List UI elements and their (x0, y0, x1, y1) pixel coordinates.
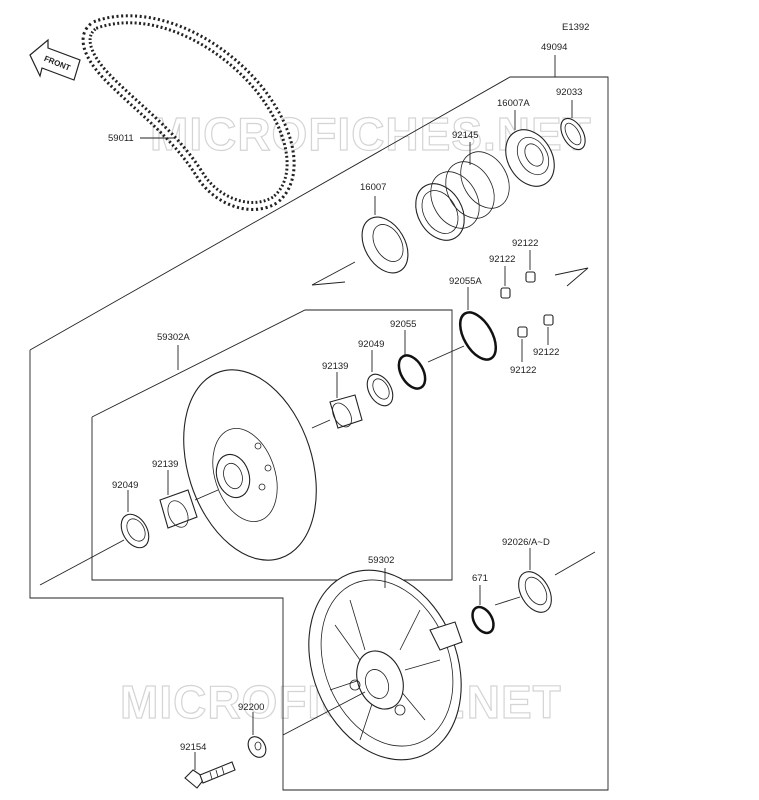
part-92033-ring (560, 117, 586, 151)
part-92154-bolt (184, 761, 236, 789)
axis-line-pins (554, 267, 589, 287)
part-59302A-sheave (183, 369, 317, 561)
part-92139-upper-bushing (329, 394, 363, 429)
label-92049-lower: 92049 (112, 480, 138, 491)
axis-line-92139-upper (311, 419, 331, 429)
part-59302-sheave (308, 569, 463, 761)
part-92055-oring (397, 354, 427, 390)
axis-line-92026-b (494, 596, 521, 606)
label-92055: 92055 (390, 319, 416, 330)
axis-line-92049-lower (39, 539, 125, 586)
frame-59302A (91, 309, 453, 581)
axis-line-16007 (311, 261, 356, 286)
part-92200-washer (247, 736, 267, 758)
label-92122-d: 92122 (510, 365, 536, 376)
label-92139-upper: 92139 (322, 361, 348, 372)
label-92145: 92145 (452, 130, 478, 141)
label-59302A: 59302A (157, 332, 190, 343)
part-92145-spring (415, 151, 510, 241)
axis-line-59302 (282, 691, 366, 736)
part-92055A-oring (458, 311, 498, 361)
frame-49094 (29, 76, 609, 791)
axis-line-92055A (427, 345, 465, 363)
label-49094: 49094 (541, 42, 567, 53)
label-16007: 16007 (360, 182, 386, 193)
axis-line-92026 (554, 551, 596, 576)
part-92049-lower-seal (120, 513, 150, 549)
label-92154: 92154 (180, 742, 206, 753)
part-92026-shim (518, 571, 552, 613)
part-16007-cam (361, 216, 409, 274)
label-92139-lower: 92139 (152, 459, 178, 470)
label-92122-a: 92122 (512, 238, 538, 249)
diagram-code: E1392 (562, 22, 589, 33)
part-92049-upper-seal (366, 373, 394, 407)
label-92055A: 92055A (449, 276, 482, 287)
label-16007A: 16007A (497, 98, 530, 109)
axis-line-92139-lower (194, 489, 219, 501)
label-59302: 59302 (368, 555, 394, 566)
label-92026: 92026/A~D (502, 537, 550, 548)
drive-belt (81, 14, 296, 211)
part-16007A-seat (505, 129, 555, 187)
label-92200: 92200 (238, 702, 264, 713)
part-92139-lower-bushing (159, 489, 198, 529)
front-arrow-icon: FRONT (29, 38, 81, 81)
label-92049-upper: 92049 (358, 339, 384, 350)
label-92122-b: 92122 (489, 254, 515, 265)
label-59011: 59011 (108, 133, 134, 144)
part-671-oring (471, 605, 495, 635)
axis-tick-16007 (311, 281, 346, 286)
part-92122-pins (500, 271, 554, 338)
label-92033: 92033 (556, 87, 582, 98)
label-671: 671 (472, 573, 488, 584)
label-92122-c: 92122 (533, 347, 559, 358)
